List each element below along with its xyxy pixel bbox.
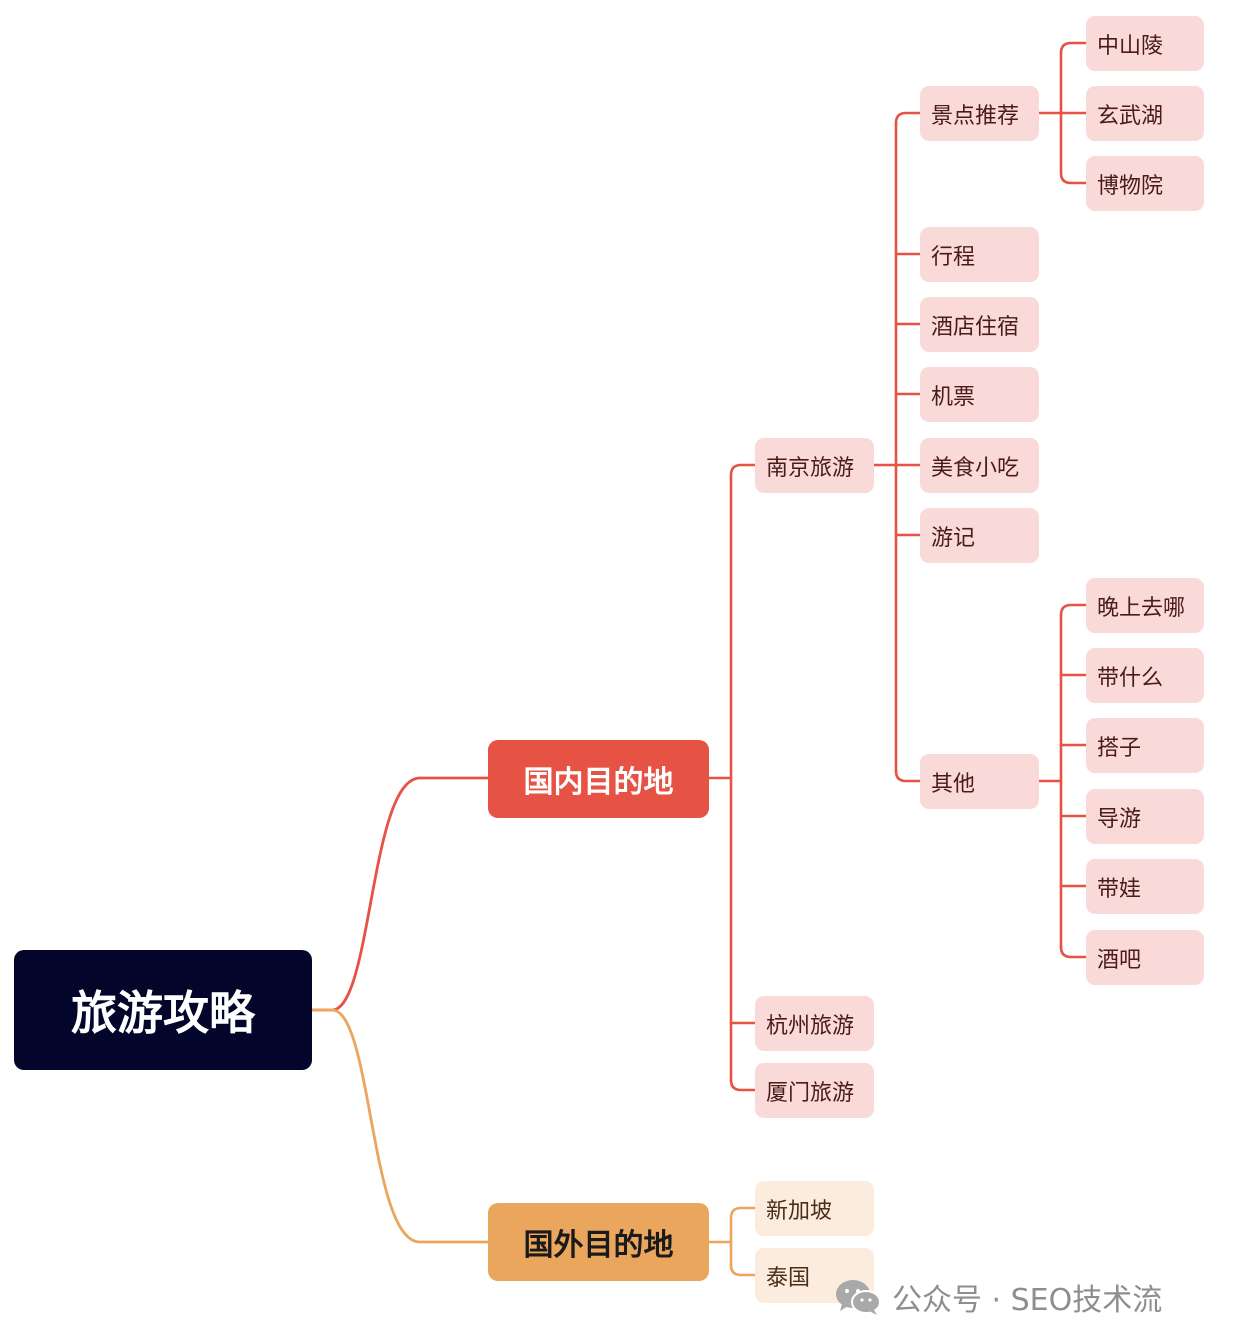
flight-node[interactable]: 机票	[920, 367, 1039, 422]
attraction-item[interactable]: 博物院	[1086, 156, 1204, 211]
international-node[interactable]: 国外目的地	[488, 1203, 709, 1281]
connector-line	[894, 769, 922, 783]
singapore-node[interactable]: 新加坡	[755, 1181, 874, 1236]
connector-line	[729, 1078, 757, 1092]
other-item[interactable]: 带什么	[1086, 648, 1204, 703]
other-item[interactable]: 搭子	[1086, 718, 1204, 773]
wechat-icon	[836, 1280, 881, 1315]
watermark: 公众号 · SEO技术流	[834, 1276, 1162, 1318]
international-label: 国外目的地	[523, 1228, 674, 1263]
domestic-node[interactable]: 国内目的地	[488, 740, 709, 818]
xiamen-node[interactable]: 厦门旅游	[755, 1063, 874, 1118]
connector-line	[1059, 41, 1088, 55]
nanjing-node[interactable]: 南京旅游	[755, 438, 874, 493]
other-item[interactable]: 晚上去哪	[1086, 578, 1204, 633]
connector-line	[729, 1206, 757, 1220]
other-item[interactable]: 酒吧	[1086, 930, 1204, 985]
other-node[interactable]: 其他	[920, 754, 1039, 809]
other-item[interactable]: 导游	[1086, 789, 1204, 844]
other-item[interactable]: 带娃	[1086, 859, 1204, 914]
connector-line	[310, 776, 490, 1012]
itinerary-node[interactable]: 行程	[920, 227, 1039, 282]
connector-line	[1059, 171, 1088, 185]
connector-line	[310, 1008, 490, 1244]
food-node[interactable]: 美食小吃	[920, 438, 1039, 493]
root-label: 旅游攻略	[71, 986, 255, 1040]
travelogue-node[interactable]: 游记	[920, 508, 1039, 563]
connector-line	[894, 111, 922, 125]
connector-line	[729, 1263, 757, 1277]
domestic-label: 国内目的地	[523, 765, 674, 800]
connector-line	[729, 463, 757, 477]
hangzhou-node[interactable]: 杭州旅游	[755, 996, 874, 1051]
attraction-item[interactable]: 玄武湖	[1086, 86, 1204, 141]
watermark-text: 公众号 · SEO技术流	[892, 1283, 1163, 1318]
connector-line	[1059, 945, 1088, 959]
connector-line	[1059, 603, 1088, 617]
attractions-node[interactable]: 景点推荐	[920, 86, 1039, 141]
attraction-item[interactable]: 中山陵	[1086, 16, 1204, 71]
root-node[interactable]: 旅游攻略	[14, 950, 312, 1070]
hotel-node[interactable]: 酒店住宿	[920, 297, 1039, 352]
